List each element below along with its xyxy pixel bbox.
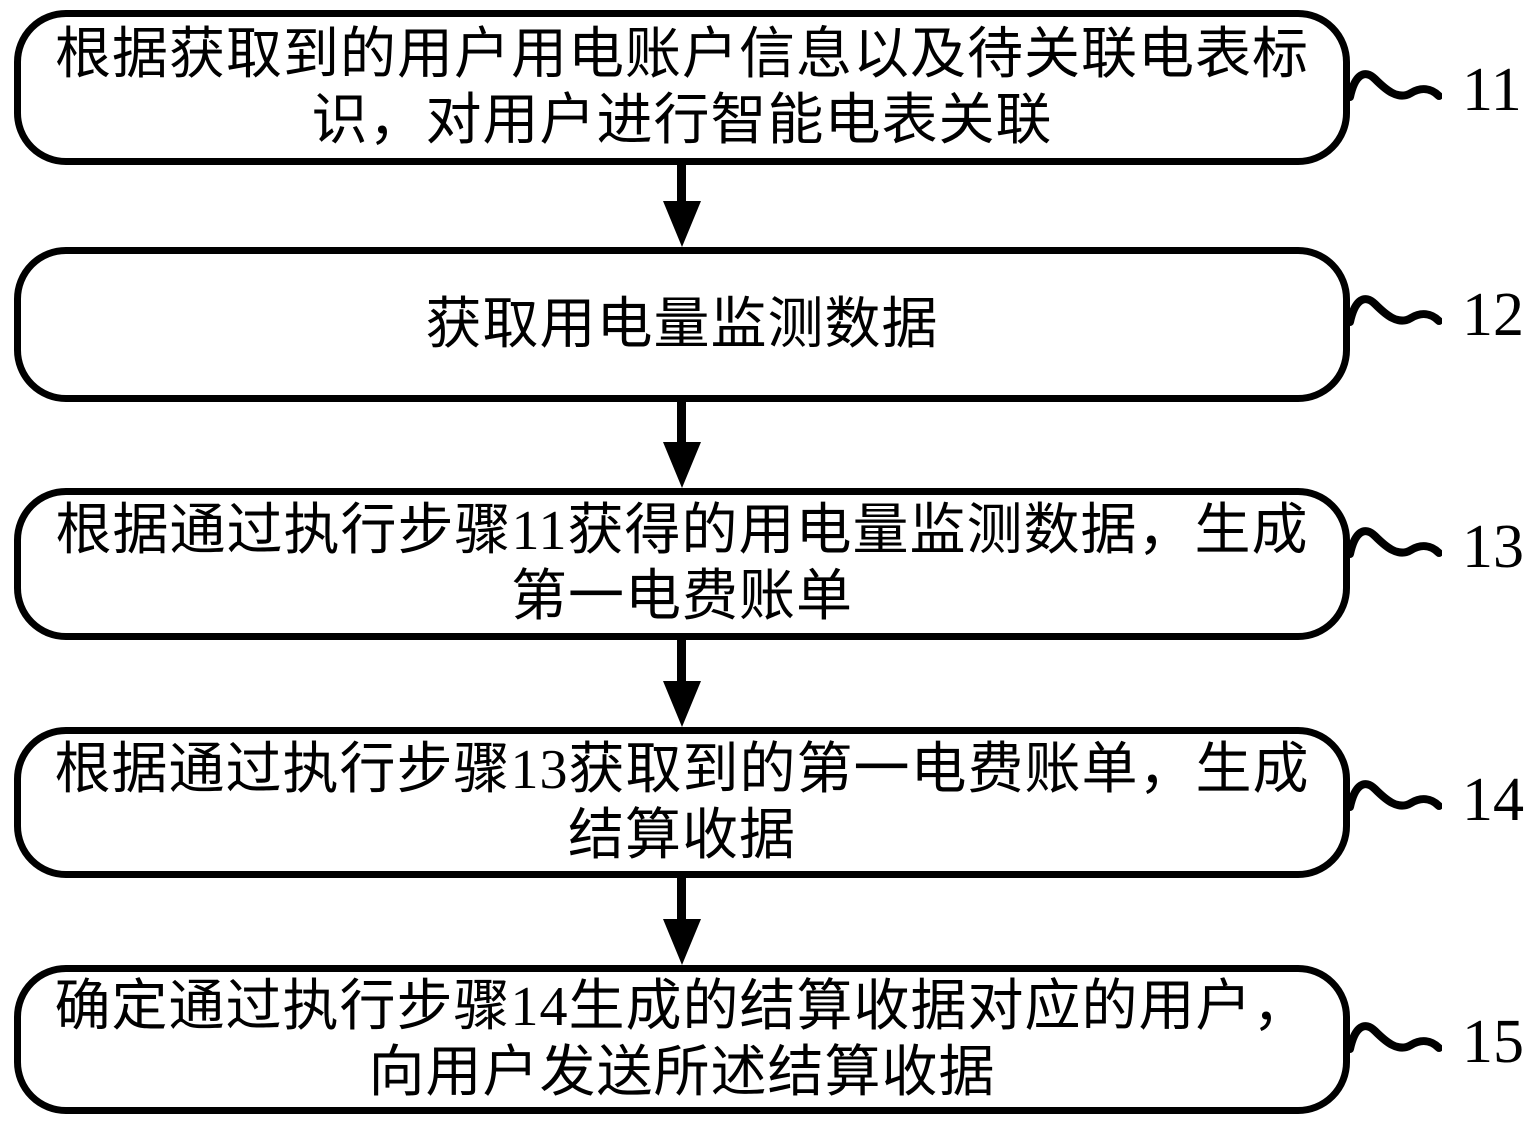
flow-step-text-11: 根据获取到的用户用电账户信息以及待关联电表标 识，对用户进行智能电表关联 xyxy=(55,23,1309,152)
flow-step-box-11: 根据获取到的用户用电账户信息以及待关联电表标 识，对用户进行智能电表关联 xyxy=(14,10,1350,165)
flow-step-text-15: 确定通过执行步骤14生成的结算收据对应的用户， 向用户发送所述结算收据 xyxy=(54,975,1310,1104)
flow-step-box-15: 确定通过执行步骤14生成的结算收据对应的用户， 向用户发送所述结算收据 xyxy=(14,965,1350,1114)
flow-step-box-14: 根据通过执行步骤13获取到的第一电费账单，生成 结算收据 xyxy=(14,727,1350,878)
step-ref-number: 11 xyxy=(1462,56,1522,124)
down-arrow-shaft-4 xyxy=(677,877,686,920)
step-ref-11: 11 xyxy=(1348,56,1522,124)
step-ref-12: 12 xyxy=(1348,281,1524,349)
step-ref-number: 12 xyxy=(1462,281,1524,349)
down-arrow-icon xyxy=(663,201,701,247)
flow-step-box-13: 根据通过执行步骤11获得的用电量监测数据，生成 第一电费账单 xyxy=(14,488,1350,640)
down-arrow-shaft-2 xyxy=(677,402,686,443)
step-ref-15: 15 xyxy=(1348,1008,1524,1076)
step-ref-number: 15 xyxy=(1462,1008,1524,1076)
down-arrow-shaft-1 xyxy=(677,165,686,202)
squiggle-connector-icon xyxy=(1348,295,1442,326)
flow-step-text-14: 根据通过执行步骤13获取到的第一电费账单，生成 结算收据 xyxy=(54,738,1310,867)
flow-step-text-13: 根据通过执行步骤11获得的用电量监测数据，生成 第一电费账单 xyxy=(55,500,1309,628)
flow-step-box-12: 获取用电量监测数据 xyxy=(14,247,1350,402)
step-ref-13: 13 xyxy=(1348,513,1524,581)
flow-step-text-12: 获取用电量监测数据 xyxy=(425,293,939,356)
down-arrow-icon xyxy=(663,919,701,965)
squiggle-connector-icon xyxy=(1348,780,1442,811)
down-arrow-shaft-3 xyxy=(677,640,686,682)
step-ref-14: 14 xyxy=(1348,766,1524,834)
down-arrow-icon xyxy=(663,442,701,488)
step-ref-number: 13 xyxy=(1462,513,1524,581)
squiggle-connector-icon xyxy=(1348,1022,1442,1053)
down-arrow-icon xyxy=(663,681,701,727)
squiggle-connector-icon xyxy=(1348,70,1442,101)
squiggle-connector-icon xyxy=(1348,527,1442,558)
step-ref-number: 14 xyxy=(1462,766,1524,834)
